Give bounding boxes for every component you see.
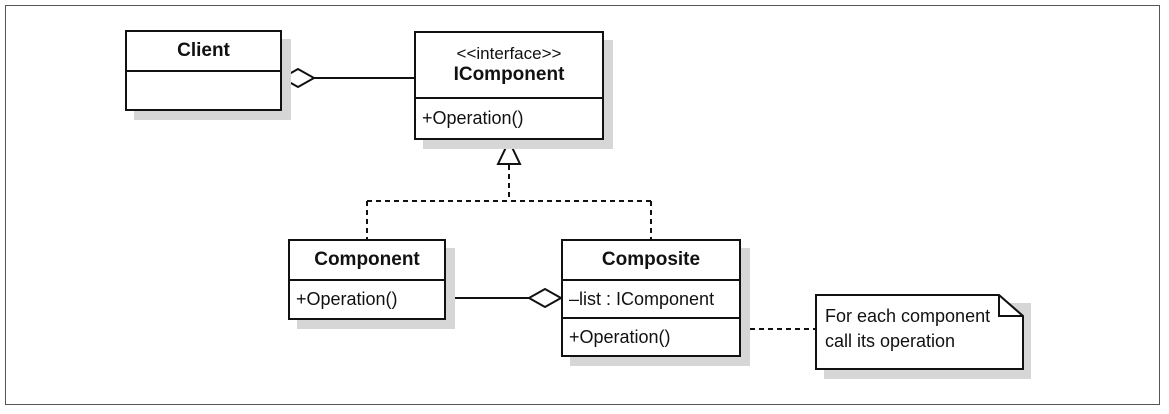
client-aggregation-diamond (279, 67, 317, 89)
note-line-1: For each component (825, 306, 991, 326)
composite-attribute: –list : IComponent (569, 288, 715, 309)
diagram-frame (5, 5, 1160, 405)
class-icomponent-name: IComponent (453, 64, 565, 85)
class-client-name: Client (177, 40, 230, 61)
class-composite: Composite –list : IComponent +Operation(… (561, 239, 741, 357)
component-operation: +Operation() (296, 289, 398, 309)
note-shape (815, 294, 1031, 379)
class-icomponent: <<interface>> IComponent +Operation() (414, 31, 604, 140)
note: For each component call its operation (815, 294, 1037, 380)
composite-operation: +Operation() (569, 326, 671, 347)
class-client: Client (125, 30, 282, 111)
class-component-name: Component (314, 249, 420, 270)
note-text: For each component call its operation (825, 304, 990, 354)
interface-stereotype: <<interface>> (456, 44, 562, 63)
class-composite-name: Composite (601, 249, 701, 270)
realization-triangle (496, 138, 522, 165)
composite-aggregation-diamond (526, 287, 564, 309)
icomponent-operation: +Operation() (422, 108, 524, 128)
note-line-2: call its operation (825, 331, 956, 351)
class-component: Component +Operation() (288, 239, 446, 320)
